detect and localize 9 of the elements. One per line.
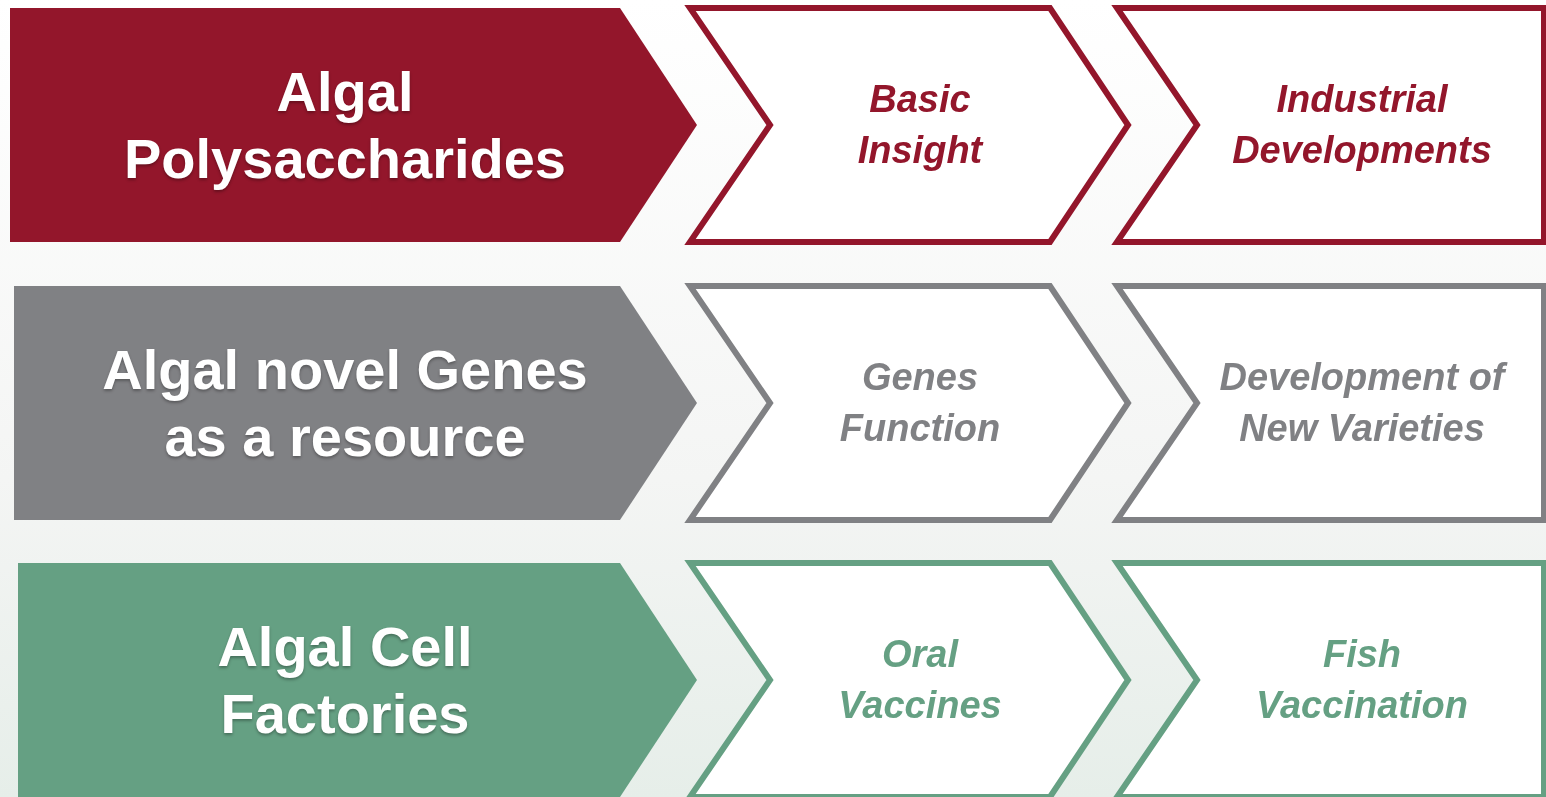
category-title: Algal Cell Factories bbox=[216, 613, 474, 747]
step-label: Fish Vaccination bbox=[1255, 631, 1469, 728]
step-label: Genes Function bbox=[838, 354, 1002, 451]
step-label: Development of New Varieties bbox=[1217, 351, 1507, 455]
category-title: Algal Polysaccharides bbox=[122, 58, 567, 192]
step-label: Industrial Developments bbox=[1231, 76, 1493, 173]
step-label: Oral Vaccines bbox=[837, 631, 1003, 728]
category-title: Algal novel Genes as a resource bbox=[101, 336, 589, 470]
step-label: Basic Insight bbox=[856, 76, 985, 173]
